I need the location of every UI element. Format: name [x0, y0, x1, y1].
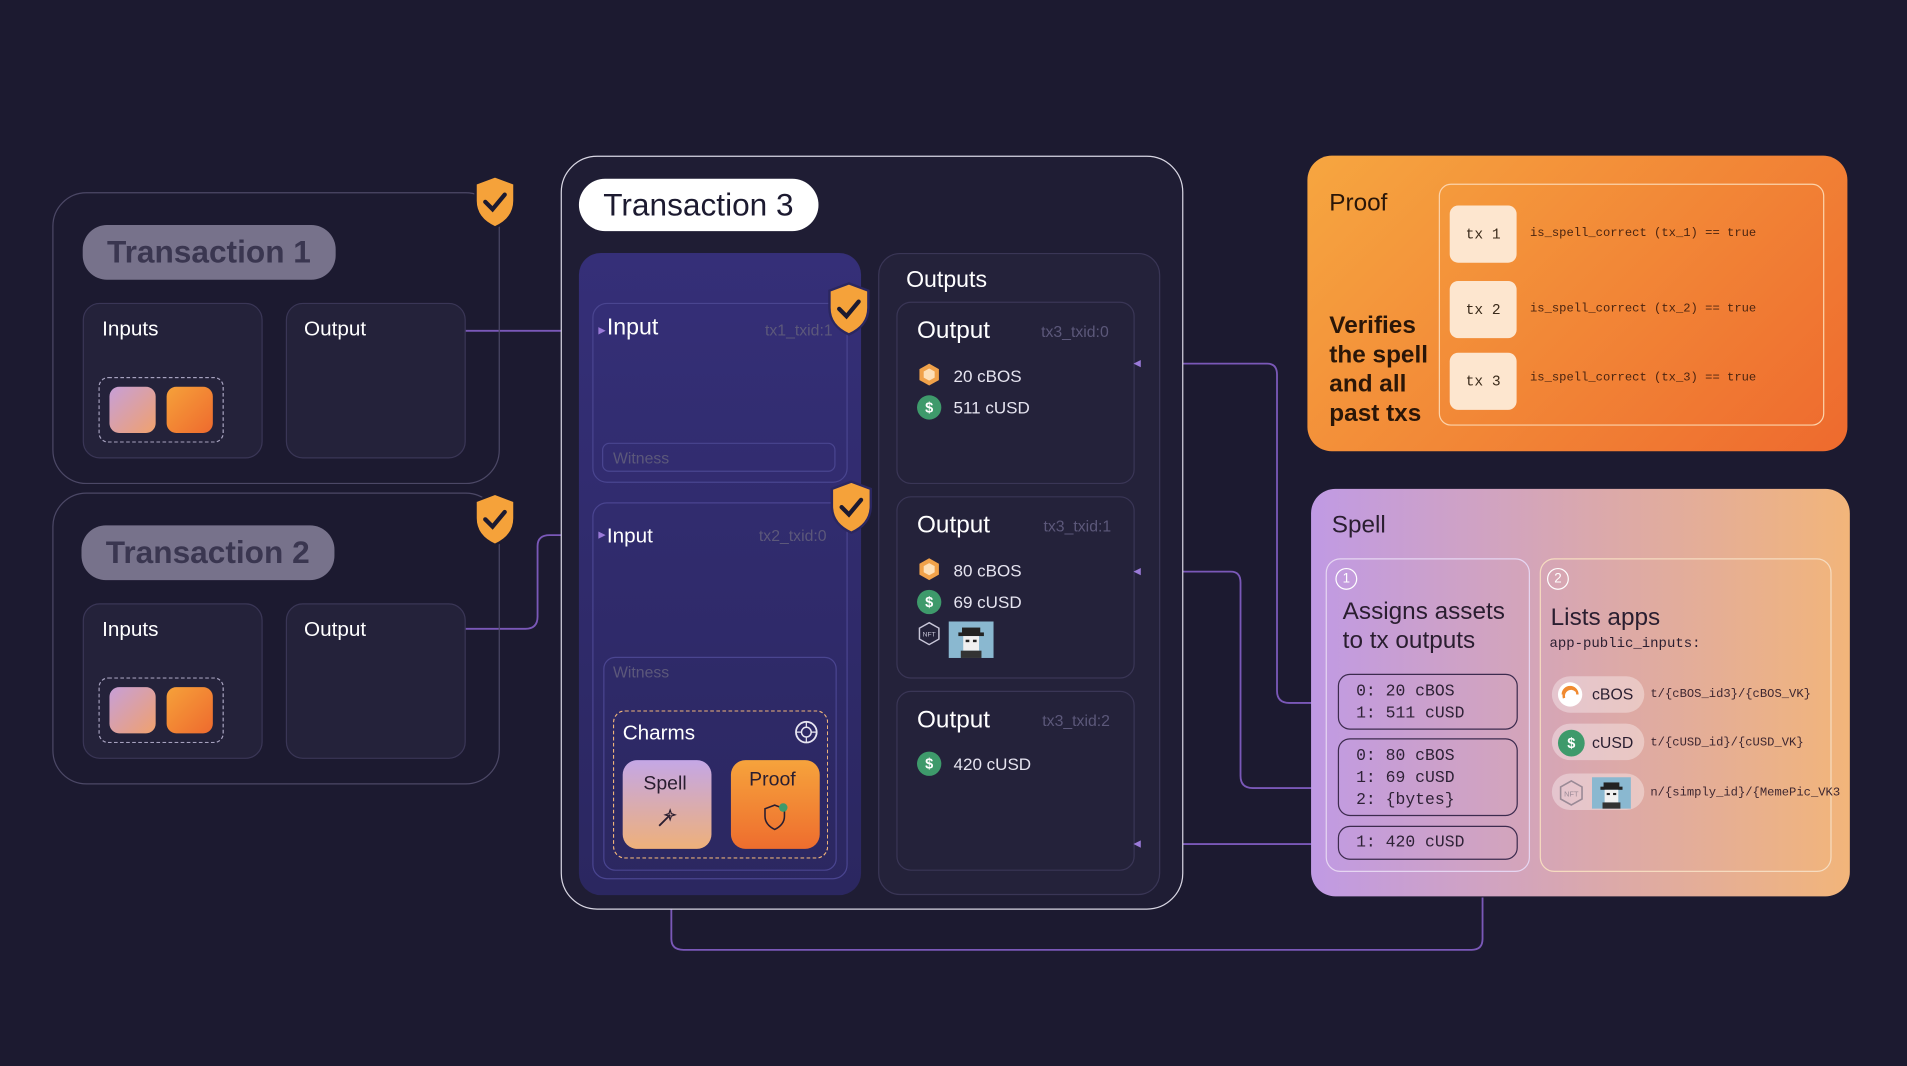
tx3-input-2-label: Input — [606, 524, 653, 548]
token-icon — [109, 687, 156, 734]
transaction-2-output-box — [285, 603, 466, 759]
app-row-cusd-path: t/{cUSD_id}/{cUSD_VK} — [1650, 737, 1804, 751]
dollar-coin-icon: $ — [917, 395, 942, 420]
transaction-3-title: Transaction 3 — [578, 178, 818, 232]
spell-tile-label: Spell — [643, 773, 687, 795]
nft-badge-icon: NFT — [918, 621, 940, 646]
proof-row-1-code: is_spell_correct (tx_1) == true — [1529, 227, 1757, 241]
transaction-1-inputs-group — [98, 377, 224, 443]
tx3-output-2-txid: tx3_txid:2 — [1042, 711, 1110, 730]
spell-assign-box-3: 1: 420 cUSD — [1337, 825, 1518, 860]
shield-check-icon — [828, 282, 870, 336]
dollar-coin-icon: $ — [917, 751, 942, 776]
nft-badge-icon: NFT — [1559, 780, 1583, 806]
tx3-input-2-witness — [603, 656, 837, 871]
proof-tile-label: Proof — [749, 769, 796, 791]
tx3-output-1-item-1: 69 cUSD — [953, 592, 1022, 612]
token-icon — [166, 386, 213, 433]
tx3-input-1-label: Input — [606, 314, 659, 341]
shield-check-icon — [830, 480, 873, 535]
proof-title: Proof — [1329, 189, 1388, 217]
tx3-output-1-txid: tx3_txid:1 — [1043, 516, 1112, 536]
tx3-input-2-witness-label: Witness — [612, 662, 670, 682]
charms-logo-icon — [795, 720, 818, 744]
dollar-coin-icon: $ — [917, 589, 942, 615]
proof-row-3-tx: tx 3 — [1449, 352, 1517, 410]
tx3-output-0-box — [896, 301, 1135, 485]
cbos-coin-icon — [1557, 682, 1583, 707]
spell-step-1-box — [1325, 558, 1530, 873]
proof-row-3-code: is_spell_correct (tx_3) == true — [1529, 372, 1757, 386]
app-row-nft-path: n/{simply_id}/{MemePic_VK3 — [1650, 786, 1841, 801]
memepic-nft-image — [948, 621, 994, 658]
dollar-coin-icon: $ — [1557, 729, 1585, 757]
tx3-output-0-label: Output — [917, 317, 991, 345]
tx3-input-1-witness — [602, 442, 836, 472]
tx3-output-2-label: Output — [917, 706, 991, 734]
app-row-cbos-path: t/{cBOS_id3}/{cBOS_VK} — [1650, 688, 1811, 702]
app-row-cbos-label: cBOS — [1592, 684, 1634, 703]
transaction-2-card — [52, 492, 500, 785]
magic-wand-icon — [658, 808, 677, 827]
spell-step-1-number: 1 — [1335, 567, 1358, 590]
token-icon — [109, 386, 156, 433]
transaction-2-title: Transaction 2 — [81, 525, 334, 581]
proof-caption: Verifies the spell and all past txs — [1329, 312, 1428, 427]
transaction-1-inputs-label: Inputs — [102, 317, 159, 341]
tx3-outputs-label: Outputs — [906, 267, 988, 294]
proof-row-2-tx: tx 2 — [1449, 280, 1517, 339]
spell-assign-box-2: 0: 80 cBOS 1: 69 cUSD 2: {bytes} — [1337, 738, 1518, 817]
proof-rows-box — [1438, 183, 1825, 426]
proof-row-2-code: is_spell_correct (tx_2) == true — [1529, 302, 1757, 317]
transaction-2-output-label: Output — [304, 617, 367, 641]
spell-tile[interactable] — [622, 760, 712, 849]
tx3-input-1-witness-label: Witness — [612, 448, 670, 468]
spell-assign-box-1: 0: 20 cBOS 1: 511 cUSD — [1337, 673, 1518, 730]
tx3-input-1-txid: tx1_txid:1 — [764, 321, 833, 340]
spell-step-2-number: 2 — [1547, 567, 1569, 590]
transaction-2-inputs-box — [82, 603, 263, 759]
tx3-output-1-box — [896, 496, 1135, 679]
tx3-output-0-item-0: 20 cBOS — [953, 366, 1022, 386]
tx3-input-2-box — [592, 502, 848, 880]
charms-label: Charms — [622, 721, 696, 745]
tx3-input-1-box — [592, 302, 848, 483]
svg-text:NFT: NFT — [923, 632, 936, 639]
transaction-2-inputs-label: Inputs — [102, 617, 159, 641]
tx3-output-1-item-0: 80 cBOS — [953, 560, 1022, 581]
tx3-output-1-label: Output — [917, 512, 991, 539]
tx3-output-0-item-1: 511 cUSD — [953, 397, 1030, 418]
shield-check-icon — [474, 175, 516, 229]
spell-step-1-title: Assigns assets to tx outputs — [1342, 598, 1505, 655]
transaction-1-output-box — [285, 302, 466, 459]
proof-card — [1307, 155, 1848, 452]
cbos-coin-icon — [919, 558, 939, 581]
spell-step-2-title: Lists apps — [1550, 604, 1661, 632]
shield-check-icon — [474, 492, 516, 547]
spell-title: Spell — [1331, 512, 1386, 539]
memepic-nft-image — [1592, 777, 1631, 809]
transaction-2-inputs-group — [98, 677, 224, 744]
tx3-input-2-txid: tx2_txid:0 — [758, 526, 827, 545]
shield-proof-icon — [764, 803, 788, 831]
transaction-1-title: Transaction 1 — [82, 224, 336, 280]
app-row-cusd-label: cUSD — [1592, 733, 1634, 752]
transaction-1-card — [52, 192, 500, 485]
tx3-output-0-txid: tx3_txid:0 — [1041, 322, 1109, 341]
tx3-output-2-item-0: 420 cUSD — [953, 754, 1032, 774]
token-icon — [166, 687, 213, 734]
svg-text:NFT: NFT — [1564, 789, 1579, 798]
cbos-coin-icon — [919, 363, 939, 386]
charms-box — [612, 710, 829, 859]
tx3-output-2-box — [896, 690, 1135, 871]
spell-step-2-subtitle: app-public_inputs: — [1549, 636, 1701, 652]
spell-step-2-box — [1539, 558, 1832, 873]
transaction-1-output-label: Output — [304, 317, 367, 341]
proof-row-1-tx: tx 1 — [1449, 205, 1517, 263]
